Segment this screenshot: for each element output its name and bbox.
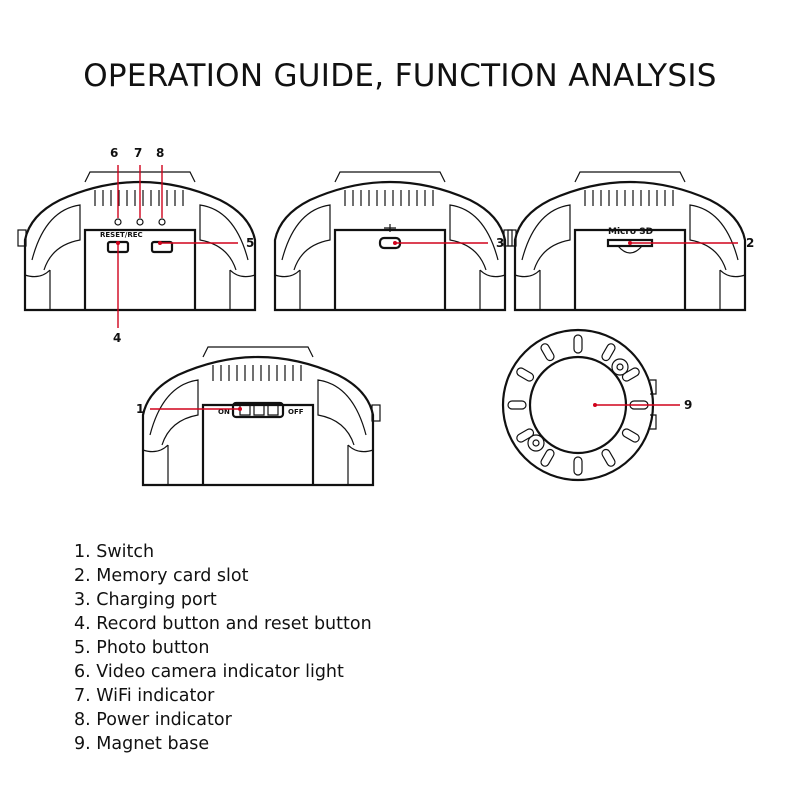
callout-6: 6 <box>110 146 118 160</box>
camera-front-view: RESET/REC <box>17 170 257 312</box>
legend-item-power-indicator: 8. Power indicator <box>74 710 232 730</box>
callout-3: 3 <box>496 236 504 250</box>
reset-rec-label: RESET/REC <box>100 231 143 239</box>
legend-item-photo-button: 5. Photo button <box>74 638 210 658</box>
legend-item-record-reset-button: 4. Record button and reset button <box>74 614 372 634</box>
micro-sd-label: Micro SD <box>608 227 653 237</box>
switch-on-label: ON <box>218 408 230 416</box>
function-legend: 1. Switch 2. Memory card slot 3. Chargin… <box>74 540 372 756</box>
callout-2: 2 <box>746 236 754 250</box>
legend-item-magnet-base: 9. Magnet base <box>74 734 210 754</box>
legend-item-memory-card-slot: 2. Memory card slot <box>74 566 249 586</box>
camera-sd-view: Micro SD <box>507 170 747 312</box>
callout-7: 7 <box>134 146 142 160</box>
legend-item-wifi-indicator: 7. WiFi indicator <box>74 686 215 706</box>
callout-4: 4 <box>113 331 121 345</box>
legend-item-video-indicator: 6. Video camera indicator light <box>74 662 344 682</box>
switch-off-label: OFF <box>288 408 304 416</box>
callout-1: 1 <box>136 402 144 416</box>
callout-8: 8 <box>156 146 164 160</box>
callout-9: 9 <box>684 398 692 412</box>
camera-port-view <box>273 170 513 312</box>
callout-lines-view1 <box>116 165 238 328</box>
legend-item-switch: 1. Switch <box>74 542 155 562</box>
page-title: OPERATION GUIDE, FUNCTION ANALYSIS <box>83 58 717 94</box>
callout-5: 5 <box>246 236 254 250</box>
camera-switch-view: ON OFF <box>141 345 381 487</box>
legend-item-charging-port: 3. Charging port <box>74 590 217 610</box>
